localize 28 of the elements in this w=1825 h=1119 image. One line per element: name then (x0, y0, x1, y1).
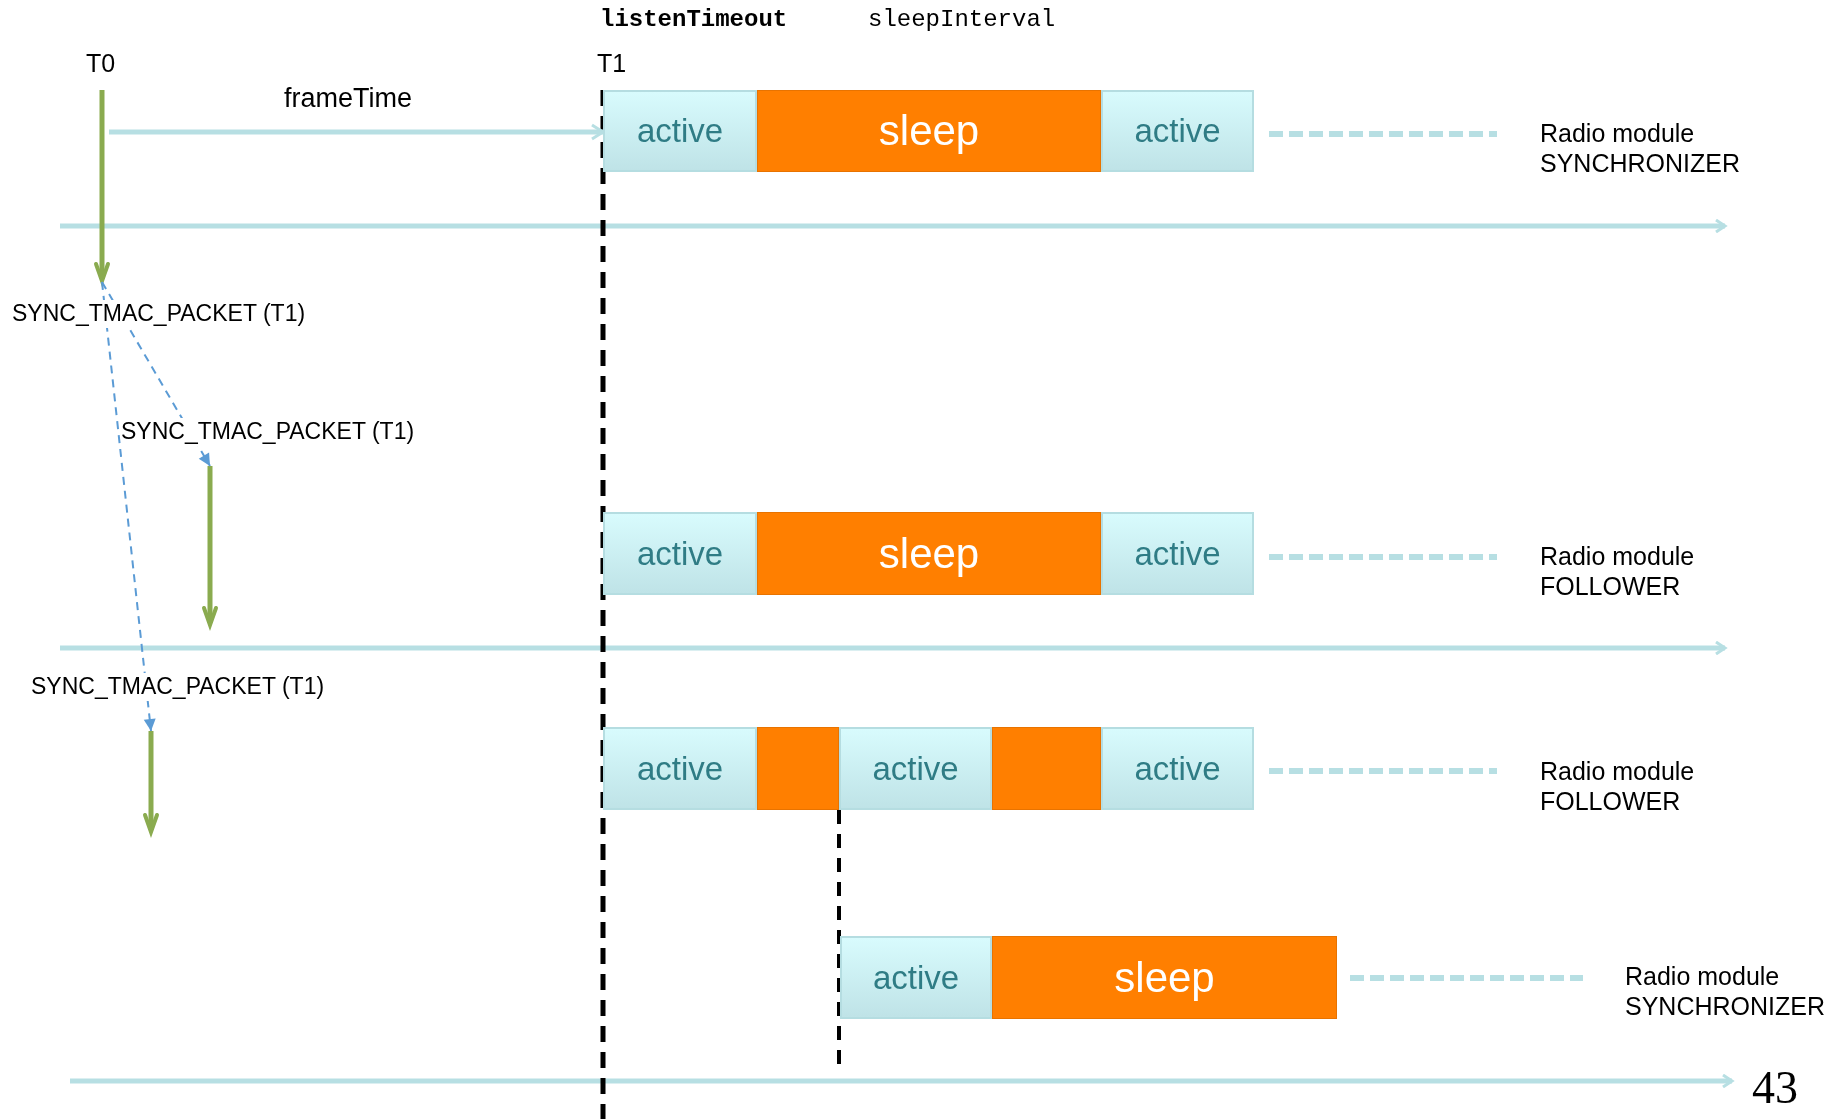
active-state-bar: active (839, 727, 992, 810)
time-parameter-label: sleepInterval (868, 6, 1056, 35)
packet-label: SYNC_TMAC_PACKET (T1) (12, 300, 306, 328)
row-label: Radio module SYNCHRONIZER (1625, 961, 1825, 1021)
active-state-bar: active (603, 90, 757, 172)
row-label: Radio module FOLLOWER (1540, 756, 1696, 816)
down-arrow (203, 466, 217, 628)
time-parameter-label: listenTimeout (600, 6, 788, 35)
sleep-state-bar: sleep (992, 936, 1337, 1019)
active-state-bar: active (603, 512, 757, 595)
active-state-bar: active (1101, 90, 1254, 172)
active-state-bar: active (603, 727, 757, 810)
time-mark-label: T0 (86, 48, 116, 78)
down-arrow (95, 90, 109, 284)
active-state-bar: active (1101, 512, 1254, 595)
down-arrow (144, 731, 158, 835)
sleep-state-bar: sleep (757, 90, 1101, 172)
packet-label: SYNC_TMAC_PACKET (T1) (31, 673, 325, 701)
sleep-state-bar (992, 727, 1101, 810)
sleep-state-bar: sleep (757, 512, 1101, 595)
sleep-state-bar (757, 727, 839, 810)
row-label: Radio module SYNCHRONIZER (1540, 118, 1741, 178)
row-label: Radio module FOLLOWER (1540, 541, 1696, 601)
packet-label: SYNC_TMAC_PACKET (T1) (121, 418, 415, 446)
active-state-bar: active (1101, 727, 1254, 810)
time-mark-label: T1 (597, 48, 627, 78)
page-number: 43 (1752, 1061, 1798, 1115)
active-state-bar: active (840, 936, 992, 1019)
